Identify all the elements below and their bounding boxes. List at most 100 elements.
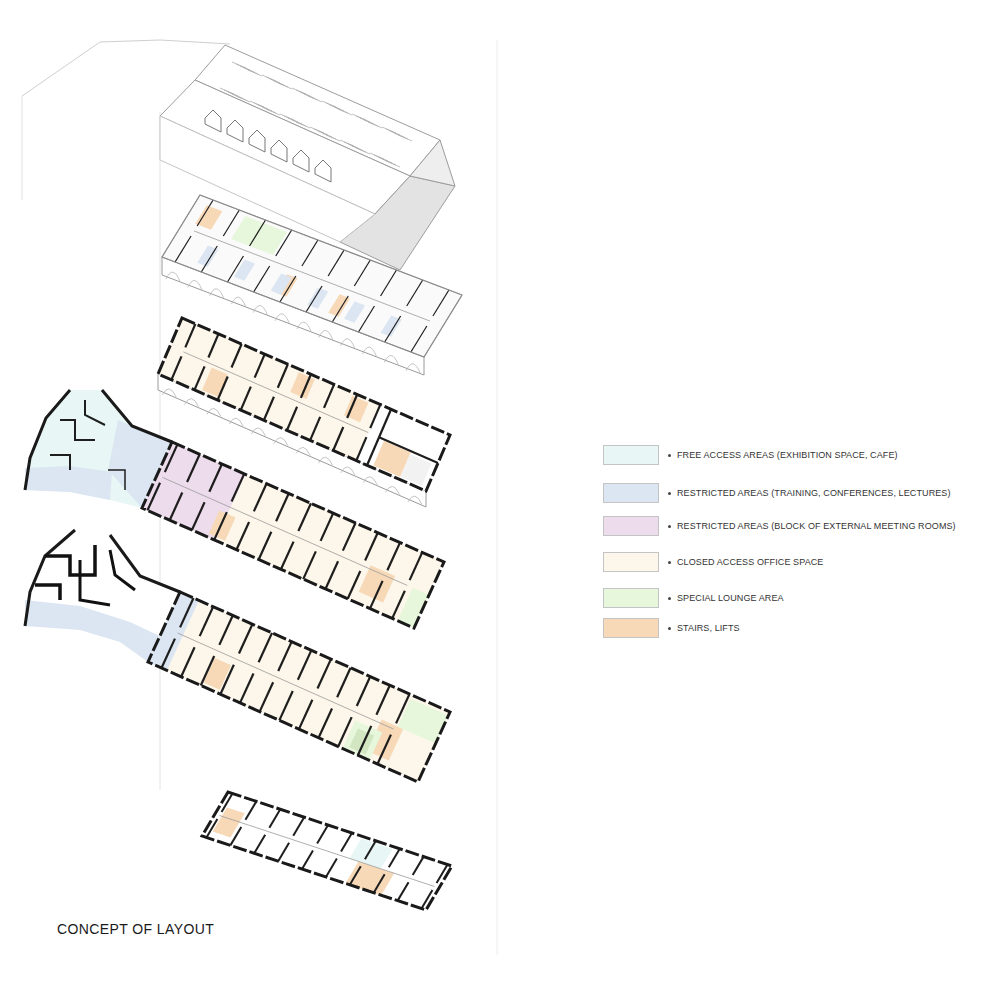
- legend-swatch: [603, 516, 659, 536]
- partition-wall: [201, 246, 217, 272]
- partition-wall: [302, 240, 318, 266]
- partition-wall: [220, 665, 233, 694]
- dormer: [293, 150, 309, 172]
- partition-wall: [281, 542, 294, 570]
- partition-wall: [392, 591, 405, 619]
- partition-wall: [50, 455, 70, 470]
- partition-wall: [250, 220, 266, 246]
- partition-wall: [365, 841, 376, 859]
- arch-line: [231, 297, 245, 306]
- arch-line: [188, 280, 202, 289]
- solar-panel: [398, 135, 412, 141]
- partition-wall: [332, 296, 348, 322]
- partition-wall: [254, 835, 265, 853]
- legend-bullet: [668, 525, 671, 528]
- partition-wall: [328, 250, 344, 276]
- partition-wall: [259, 532, 272, 560]
- corridor-line: [194, 231, 430, 321]
- zone-fill: [25, 466, 112, 500]
- legend-label: SPECIAL LOUNGE AREA: [677, 592, 784, 604]
- floor-plate: [202, 792, 452, 910]
- partition-wall: [370, 581, 383, 609]
- legend-bullet: [668, 597, 671, 600]
- zone-fill: [349, 728, 374, 754]
- partition-wall: [396, 694, 409, 723]
- partition-wall: [279, 691, 292, 720]
- solar-panel: [386, 161, 400, 167]
- arch-line: [275, 314, 289, 323]
- partition-wall: [245, 801, 256, 819]
- solar-panel: [308, 96, 322, 102]
- partition-wall: [232, 344, 242, 368]
- partition-wall: [413, 857, 424, 875]
- diagram-title: CONCEPT OF LAYOUT: [57, 920, 214, 938]
- legend-label: RESTRICTED AREAS (BLOCK OF EXTERNAL MEET…: [677, 520, 956, 532]
- frame-line: [497, 40, 498, 955]
- partition-wall: [326, 858, 337, 876]
- arch-line: [408, 496, 422, 504]
- partition-wall: [171, 356, 181, 380]
- partition-wall: [303, 551, 316, 579]
- partition-wall: [276, 493, 289, 521]
- solar-panel: [248, 70, 262, 76]
- partition-wall: [201, 656, 214, 685]
- legend-bullet: [668, 561, 671, 564]
- partition-wall: [232, 474, 245, 502]
- partition-wall: [356, 437, 366, 461]
- solar-panel: [326, 135, 340, 141]
- partition-wall: [341, 833, 352, 851]
- partition-wall: [60, 420, 95, 440]
- partition-wall: [354, 260, 370, 286]
- partition-wall: [259, 633, 272, 662]
- corridor-line: [178, 633, 394, 729]
- partition-wall: [162, 639, 175, 668]
- zone-fill: [204, 658, 231, 690]
- partition-wall: [255, 354, 265, 378]
- partition-wall: [299, 700, 312, 729]
- partition-wall: [85, 400, 105, 425]
- partition-wall: [181, 647, 194, 676]
- legend-label: CLOSED ACCESS OFFICE SPACE: [677, 556, 823, 568]
- arch-line: [252, 428, 266, 436]
- partition-wall: [381, 270, 397, 296]
- arch-line: [319, 457, 333, 465]
- legend-swatch: [603, 552, 659, 572]
- partition-wall: [389, 849, 400, 867]
- partition-wall: [170, 492, 183, 520]
- zone-fill: [290, 372, 315, 399]
- partition-wall: [343, 523, 356, 551]
- zone-fill: [231, 216, 287, 255]
- arch-line: [210, 289, 224, 298]
- solar-panel: [266, 109, 280, 115]
- partition-wall: [278, 843, 289, 861]
- partition-wall: [433, 290, 449, 316]
- solar-panel: [296, 122, 310, 128]
- partition-wall: [321, 513, 334, 541]
- solar-panel: [356, 148, 370, 154]
- site-outline: [22, 96, 23, 200]
- solar-panel: [368, 122, 382, 128]
- legend-swatch: [603, 588, 659, 608]
- partition-wall: [110, 550, 135, 590]
- partition-wall: [165, 444, 178, 472]
- dormer: [271, 140, 287, 162]
- corridor-line: [162, 477, 407, 585]
- zone-fill: [25, 600, 168, 662]
- partition-wall: [370, 405, 380, 429]
- solar-panel: [338, 109, 352, 115]
- legend-label: RESTRICTED AREAS (TRAINING, CONFERENCES,…: [677, 487, 951, 499]
- partition-wall: [278, 364, 288, 388]
- partition-wall: [278, 642, 291, 671]
- arch-line: [362, 347, 376, 356]
- partition-wall: [333, 427, 343, 451]
- legend-label: STAIRS, LIFTS: [677, 622, 740, 634]
- dormer: [205, 110, 221, 132]
- partition-wall: [197, 200, 213, 226]
- arch-line: [296, 447, 310, 455]
- partition-wall: [230, 827, 241, 845]
- partition-wall: [318, 659, 331, 688]
- partition-wall: [264, 397, 274, 421]
- partition-wall: [387, 543, 400, 571]
- partition-wall: [378, 735, 391, 764]
- partition-wall: [325, 561, 338, 589]
